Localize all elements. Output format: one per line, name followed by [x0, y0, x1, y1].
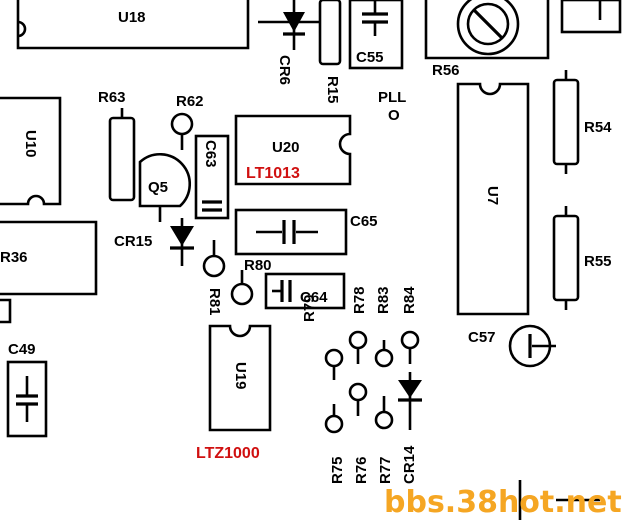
- u19-ic: [208, 324, 272, 432]
- bottom-right-trace: [518, 480, 600, 520]
- cr6-label: CR6: [276, 55, 293, 85]
- u7-ic: [456, 82, 530, 316]
- r75-label: R75: [329, 456, 346, 484]
- r63-resistor: [108, 108, 136, 202]
- r83-resistor: [374, 340, 394, 368]
- r77-label: R77: [377, 456, 394, 484]
- r76-resistor: [348, 382, 368, 416]
- r80-label: R80: [244, 257, 272, 274]
- r81-resistor: [230, 270, 254, 306]
- c65-capacitor: [234, 208, 348, 256]
- r56-label: R56: [432, 62, 460, 79]
- r79-resistor: [324, 348, 344, 380]
- c57-capacitor: [508, 324, 556, 368]
- c65-label: C65: [350, 213, 378, 230]
- r55-resistor: [552, 206, 580, 310]
- c49-capacitor: [6, 360, 48, 438]
- r62-label: R62: [176, 93, 204, 110]
- u20-ic: [234, 114, 352, 186]
- pll-testpoint-label: O: [388, 107, 400, 124]
- r84-resistor: [400, 330, 420, 364]
- left-edge-component: [0, 298, 12, 324]
- r54-resistor: [552, 70, 580, 174]
- r36-label: R36: [0, 249, 28, 266]
- cr15-diode: [170, 218, 194, 266]
- u20-label: U20: [272, 139, 300, 156]
- lt1013-annotation: LT1013: [246, 165, 300, 182]
- r54-label: R54: [584, 119, 612, 136]
- pll-label: PLL: [378, 89, 406, 106]
- r79-label: R79: [301, 294, 318, 322]
- cr14-label: CR14: [401, 445, 418, 484]
- r63-label: R63: [98, 89, 126, 106]
- r62-resistor: [170, 112, 194, 150]
- r81-label: R81: [206, 288, 223, 316]
- q5-transistor: [138, 152, 191, 222]
- cr14-diode: [398, 372, 422, 430]
- r78-resistor: [348, 330, 368, 364]
- c63-label: C63: [202, 140, 219, 168]
- c64-label: C64: [300, 289, 328, 306]
- c63-capacitor: [194, 134, 230, 220]
- u7-label: U7: [484, 186, 501, 205]
- r78-label: R78: [351, 286, 368, 314]
- c64-capacitor: [264, 272, 346, 310]
- ltz1000-annotation: LTZ1000: [196, 445, 260, 462]
- watermark-text: bbs.38hot.net: [384, 485, 622, 520]
- u10-ic: [0, 96, 62, 206]
- r15-label: R15: [324, 76, 341, 104]
- r55-label: R55: [584, 253, 612, 270]
- c57-label: C57: [468, 329, 496, 346]
- cr6-diode: [258, 0, 330, 50]
- r80-resistor: [202, 240, 226, 278]
- r56-potentiometer: [424, 0, 550, 60]
- u19-label: U19: [232, 362, 249, 390]
- q5-label: Q5: [148, 179, 168, 196]
- r76-label: R76: [353, 456, 370, 484]
- r77-resistor: [374, 396, 394, 430]
- r15-resistor: [318, 0, 342, 66]
- u18-ic: [16, 0, 250, 50]
- c49-label: C49: [8, 341, 36, 358]
- u18-label: U18: [118, 9, 146, 26]
- cr15-label: CR15: [114, 233, 152, 250]
- u10-label: U10: [22, 130, 39, 158]
- r75-resistor: [324, 404, 344, 434]
- c55-label: C55: [356, 49, 384, 66]
- r36-resistor: [0, 220, 98, 296]
- c55-capacitor: [348, 0, 404, 70]
- r83-label: R83: [375, 286, 392, 314]
- r84-label: R84: [401, 286, 418, 314]
- top-right-component: [560, 0, 622, 34]
